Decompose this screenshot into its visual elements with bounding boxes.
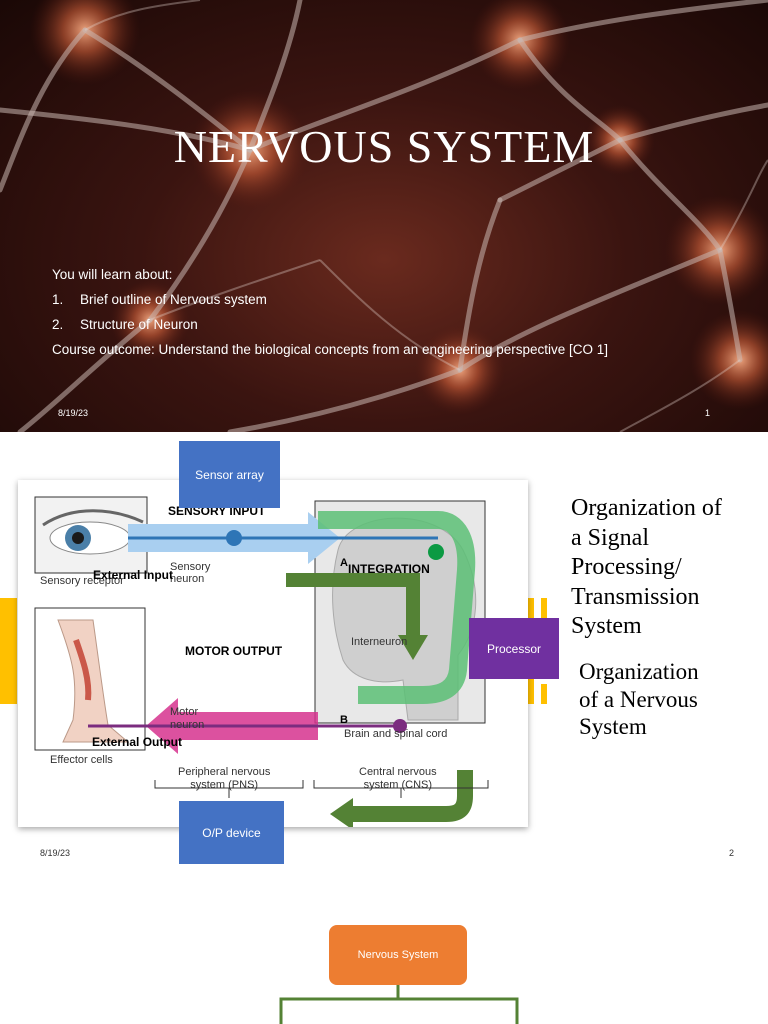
cns-line: Central nervous — [359, 766, 437, 778]
pns-label: Peripheral nervous system (PNS) — [178, 766, 270, 792]
list-item: 2. Structure of Neuron — [52, 312, 608, 337]
external-input-label: External Input — [93, 568, 174, 582]
brain-spinal-label: Brain and spinal cord — [344, 728, 448, 740]
effector-cells-label: Effector cells — [50, 754, 113, 766]
processor-box: Processor — [469, 618, 559, 679]
pns-line: Peripheral nervous — [178, 766, 271, 778]
sensor-array-box: Sensor array — [179, 441, 280, 508]
slide-date: 8/19/23 — [40, 848, 71, 858]
nervous-system-root-box: Nervous System — [329, 925, 467, 985]
objectives-intro: You will learn about: — [52, 267, 173, 282]
accent-bar-left — [0, 598, 17, 704]
label-b: B — [340, 714, 348, 726]
figure-drawing — [34, 496, 489, 827]
output-device-box: O/P device — [179, 801, 284, 864]
sensory-receptor-label: Sensory receptor — [40, 575, 124, 587]
motor-neuron-label: Motor neuron — [170, 706, 204, 732]
subheading-line: System — [579, 714, 647, 739]
hierarchy-connectors — [279, 985, 519, 1024]
learning-objectives: You will learn about: 1. Brief outline of… — [52, 262, 608, 362]
heading-line: a Signal — [571, 524, 649, 551]
sensory-neuron-line: Sensory — [170, 561, 211, 573]
label-a: A — [340, 557, 348, 569]
list-item: 1. Brief outline of Nervous system — [52, 287, 608, 312]
list-text: Brief outline of Nervous system — [80, 292, 267, 307]
list-number: 2. — [52, 317, 64, 332]
slide-number: 1 — [705, 408, 711, 418]
list-text: Structure of Neuron — [80, 317, 198, 332]
course-outcome: Course outcome: Understand the biologica… — [52, 342, 609, 357]
motor-neuron-line: Motor — [170, 706, 199, 718]
list-number: 1. — [52, 292, 64, 307]
heading-line: Processing/ — [571, 554, 682, 580]
subheading-line: Organization — [579, 659, 699, 684]
heading-line: Transmission — [571, 583, 700, 610]
slide-heading: Organization of a Signal Processing/ Tra… — [571, 494, 722, 642]
subheading-line: of a Nervous — [579, 686, 698, 712]
heading-line: Organization of — [571, 495, 722, 521]
pns-line: system (PNS) — [190, 779, 259, 791]
sensory-neuron-label: Sensory neuron — [170, 561, 210, 585]
neuron-background-image — [0, 0, 768, 432]
accent-bar — [541, 684, 547, 704]
slide-title: NERVOUS SYSTEM — [173, 121, 595, 172]
motor-output-label: MOTOR OUTPUT — [185, 644, 283, 658]
heading-line: System — [571, 613, 642, 639]
motor-neuron-line: neuron — [170, 719, 205, 731]
integration-label: INTEGRATION — [348, 562, 430, 576]
slide-1: NERVOUS SYSTEM You will learn about: 1. B… — [0, 0, 768, 432]
slide-date: 8/19/23 — [58, 408, 89, 418]
accent-bar — [541, 598, 547, 618]
external-output-label: External Output — [92, 735, 183, 749]
cns-line: system (CNS) — [363, 779, 433, 791]
sensory-neuron-line: neuron — [170, 573, 205, 585]
slide-number: 2 — [729, 848, 735, 858]
slide-subheading: Organization of a Nervous System — [579, 658, 699, 741]
cns-label: Central nervous system (CNS) — [359, 766, 437, 792]
interneuron-label: Interneuron — [351, 636, 408, 648]
slide-2: SENSORY INPUT INTEGRATION MOTOR OUTPUT S… — [0, 432, 768, 864]
slide-3: Nervous System — [0, 864, 768, 1024]
nervous-system-figure: SENSORY INPUT INTEGRATION MOTOR OUTPUT S… — [18, 480, 528, 827]
